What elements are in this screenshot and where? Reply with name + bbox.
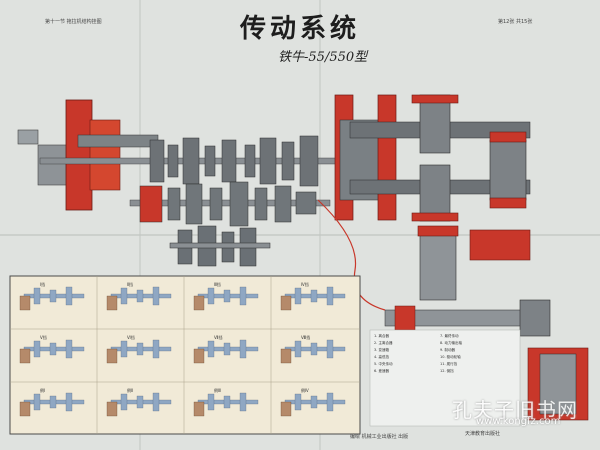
reduction-gears	[169, 225, 271, 267]
gear-cell-label: 倒Ⅰ	[40, 388, 46, 393]
gear-cell-label: 倒Ⅳ	[301, 388, 309, 393]
gear-cell-label: Ⅴ挡	[40, 335, 47, 340]
countershaft-gears	[139, 181, 317, 227]
gear-table-grid	[10, 276, 360, 434]
clutch-housing	[17, 99, 159, 211]
credits-text: 编绘 机械工业出版社 出版	[350, 434, 409, 440]
legend-item: 8. 动力输出轴	[440, 341, 462, 345]
watermark-brand: 孔夫子旧书网	[452, 398, 578, 422]
gear-cell-label: Ⅲ挡	[214, 282, 221, 287]
gear-cell-label: Ⅰ挡	[40, 282, 46, 287]
legend-item: 1. 离合器	[374, 334, 389, 338]
gear-cell-label: Ⅳ挡	[301, 282, 309, 287]
gear-cell-label: Ⅵ挡	[127, 335, 135, 340]
legend-panel	[369, 329, 521, 427]
differential-assembly	[334, 94, 531, 221]
legend-item: 10. 驱动轮轴	[440, 355, 461, 359]
legend-item: 4. 高低挡	[374, 355, 389, 359]
legend-item: 12. 倒挡	[440, 369, 454, 373]
poster-subtitle: 铁牛-55/550型	[278, 50, 368, 65]
publisher-text: 天津教育出版社	[465, 431, 501, 437]
gear-cell-label: 倒Ⅲ	[214, 388, 221, 393]
legend-item: 6. 差速器	[374, 369, 389, 373]
gear-cell-label: Ⅷ挡	[301, 335, 311, 340]
pto-shaft-assembly	[384, 225, 589, 421]
legend-item: 2. 主离合器	[374, 341, 393, 345]
gear-cell-label: Ⅶ挡	[214, 335, 223, 340]
watermark-url: www.kongfz.com	[476, 416, 561, 427]
poster-title: 传动系统	[240, 14, 361, 44]
legend-item: 11. 爬行挡	[440, 362, 458, 366]
header-right-note: 第12张 共15张	[498, 19, 533, 25]
legend-item: 5. 中央传动	[374, 362, 393, 366]
gear-cell-label: 倒Ⅱ	[127, 388, 133, 393]
header-left-note: 第十一节 拖拉机结构挂图	[45, 19, 102, 25]
drive-link-line	[317, 199, 386, 311]
main-shaft-gears	[149, 135, 319, 187]
legend-item: 7. 最终传动	[440, 334, 459, 338]
gear-cell-label: Ⅱ挡	[127, 282, 133, 287]
final-drive-right	[489, 131, 527, 209]
legend-item: 3. 变速箱	[374, 348, 389, 352]
final-drive-left	[411, 94, 459, 222]
legend-item: 9. 制动器	[440, 348, 455, 352]
gear-table-panel	[9, 275, 361, 435]
